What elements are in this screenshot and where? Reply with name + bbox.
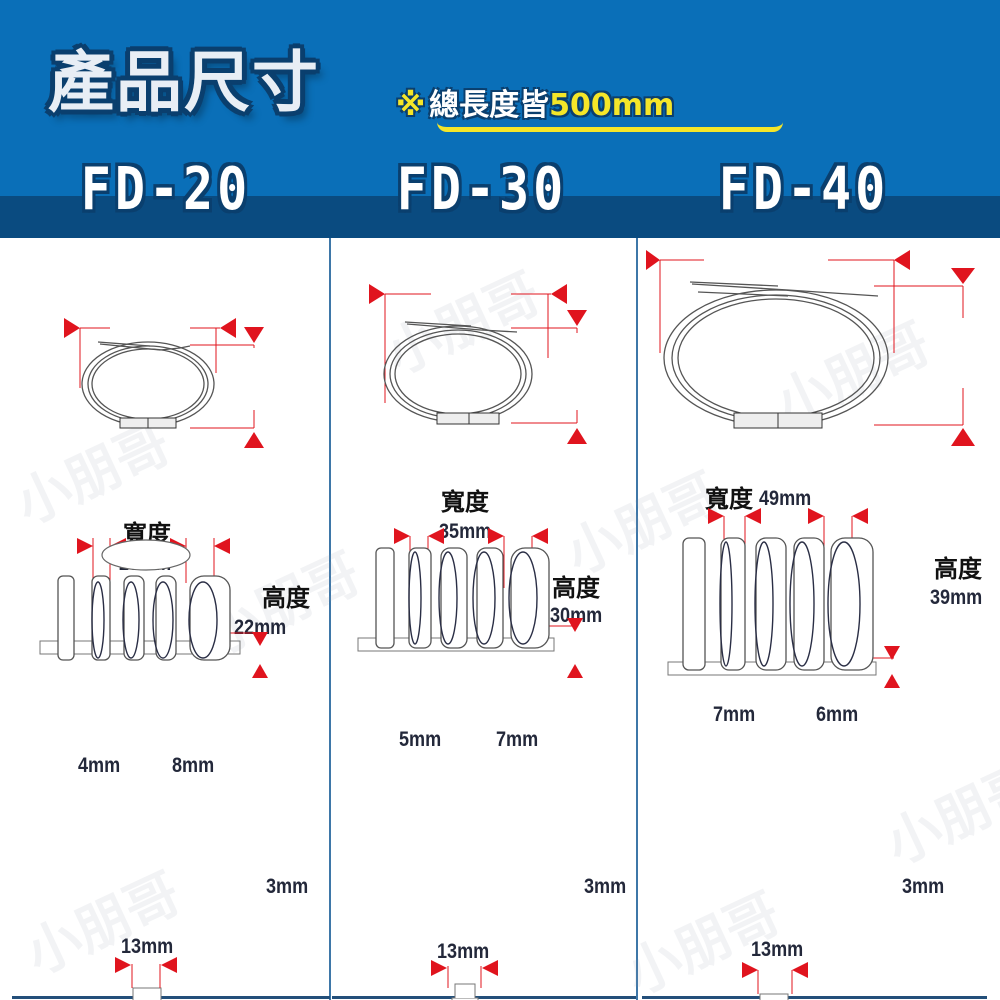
coil-diagram: [646, 250, 975, 446]
front-view-diagram: [431, 960, 498, 1000]
coil-height-label: 高度: [552, 574, 600, 602]
base-thickness: 3mm: [584, 875, 627, 898]
top-width: 13mm: [121, 935, 174, 958]
base-thickness: 3mm: [266, 875, 309, 898]
column-divider: [329, 238, 331, 1000]
coil-height-label: 高度: [934, 555, 982, 583]
bottom-rule: [12, 996, 330, 999]
top-width: 13mm: [437, 940, 490, 963]
coil-diagram: [64, 318, 264, 448]
coil-height-value: 39mm: [930, 586, 983, 609]
column-divider: [636, 238, 638, 1000]
side-gap-a: 7mm: [713, 703, 756, 726]
reference-mark-icon: ※: [396, 88, 426, 123]
front-view-diagram: [101, 539, 191, 1000]
coil-width-label: 寬度: [705, 485, 753, 513]
model-title-fd40: FD-40: [718, 154, 890, 224]
model-title-fd30: FD-30: [396, 154, 568, 224]
model-title-fd20: FD-20: [80, 154, 252, 224]
column-fd20: 寬度 25mm 高度 22mm 4m: [0, 238, 330, 1000]
coil-width-value: 35mm: [439, 520, 492, 543]
header-band: [0, 196, 1000, 238]
coil-diagram: [369, 284, 587, 444]
column-fd40: 寬度 49mm 高度 39mm 7mm 6mm: [638, 238, 1000, 1000]
front-view-diagram: [742, 962, 808, 1000]
coil-width-label: 寬度: [441, 488, 489, 516]
column-fd30: 寬度 35mm 高度 30mm 5mm 7mm 3mm: [331, 238, 636, 1000]
note-text: 總長度皆: [429, 88, 550, 123]
base-thickness: 3mm: [902, 875, 945, 898]
page-title: 產品尺寸: [48, 44, 320, 121]
side-gap-b: 6mm: [816, 703, 859, 726]
total-length-note: ※ 總長度皆 500mm: [396, 86, 674, 126]
side-gap-a: 4mm: [78, 754, 121, 777]
side-view-diagram: [357, 528, 583, 678]
side-gap-a: 5mm: [399, 728, 442, 751]
bottom-rule: [642, 996, 987, 999]
bottom-rule: [332, 996, 636, 999]
side-view-diagram: [39, 538, 268, 678]
note-underline: [437, 118, 783, 132]
coil-width-value: 49mm: [759, 487, 812, 510]
side-gap-b: 7mm: [496, 728, 539, 751]
coil-height-label: 高度: [262, 584, 310, 612]
top-width: 13mm: [751, 938, 804, 961]
note-value: 500mm: [549, 88, 675, 123]
coil-height-value: 30mm: [550, 604, 603, 627]
side-view-diagram: [667, 508, 900, 688]
side-gap-b: 8mm: [172, 754, 215, 777]
